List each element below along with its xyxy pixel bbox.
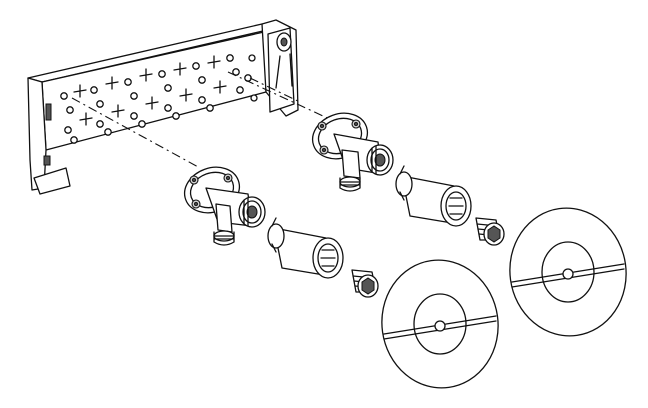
wall-elbow-fitting-right	[311, 112, 394, 192]
threaded-plug-left	[351, 269, 379, 298]
cover-rosette-right	[509, 207, 627, 337]
protective-sleeve-left	[267, 217, 344, 279]
cover-rosette-left	[381, 259, 499, 389]
cross-markers	[73, 55, 227, 126]
slot-icon	[43, 155, 51, 166]
alignment-lines	[71, 71, 337, 169]
threaded-plug-right	[475, 217, 505, 246]
slot-icon	[45, 103, 52, 121]
wall-elbow-fitting-left	[183, 166, 266, 246]
mounting-bracket	[27, 19, 299, 195]
protective-sleeve-right	[395, 165, 472, 227]
